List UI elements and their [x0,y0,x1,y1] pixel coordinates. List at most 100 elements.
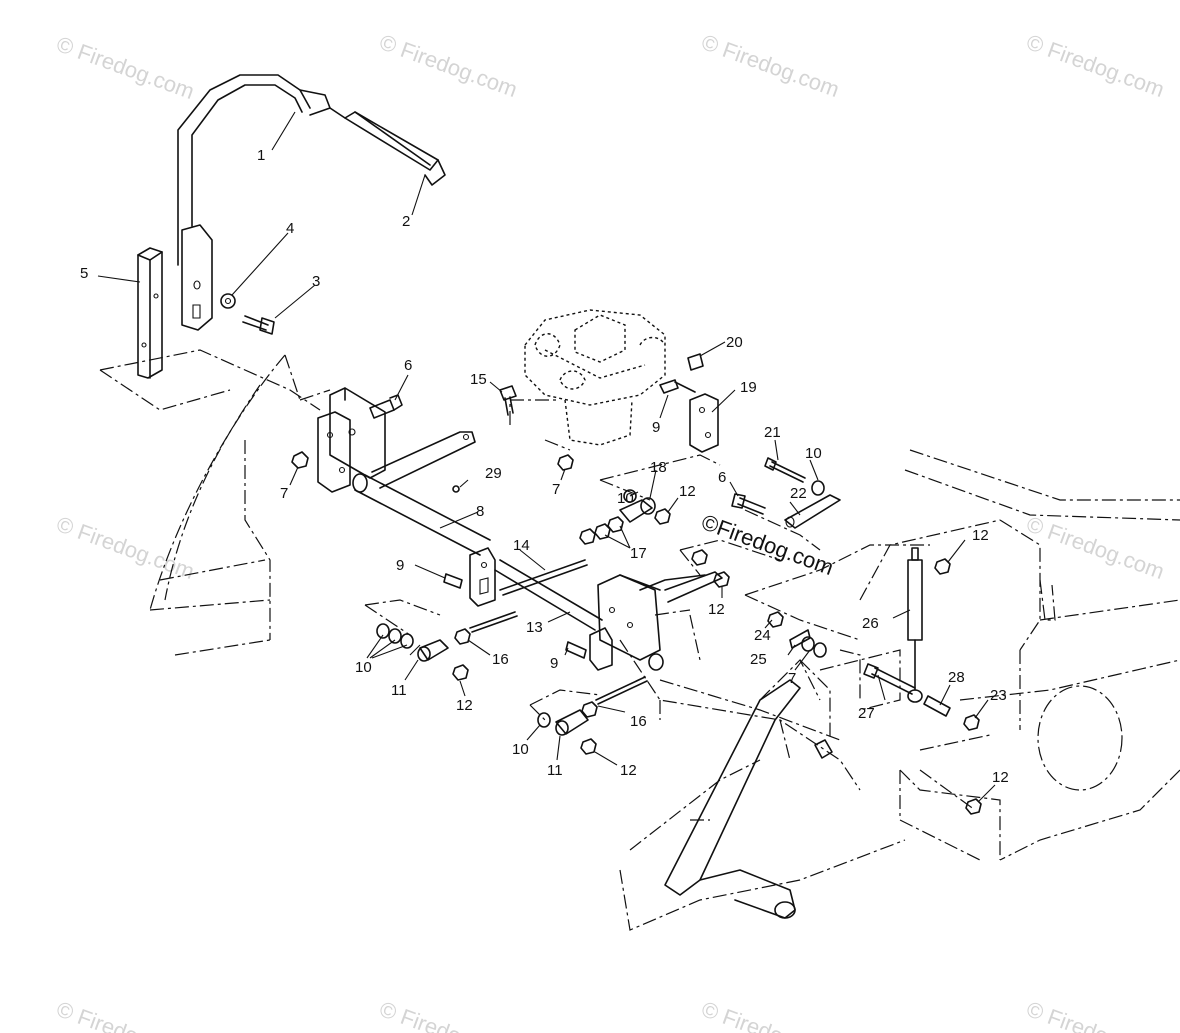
callout-9a: 9 [396,557,404,574]
part-mount-plate-left [317,387,386,493]
watermark-9: © Firedog.com [698,996,842,1033]
watermark-10: © Firedog.com [1023,996,1167,1033]
callout-20: 20 [726,334,743,351]
callout-9c: 9 [652,419,660,436]
part-washer-10d [811,480,825,496]
watermarks: © Firedog.com © Firedog.com © Firedog.co… [53,29,1167,1033]
watermark-5: © Firedog.com [53,511,197,584]
callout-16a: 16 [492,651,509,668]
part-rod-14 [499,559,588,596]
callout-7b: 7 [552,481,560,498]
callout-18: 18 [650,459,667,476]
callout-3: 3 [312,273,320,290]
part-rod-end-11b [555,709,589,736]
part-nut-12b [580,738,597,755]
callout-1: 1 [257,147,265,164]
callout-10c: 10 [617,490,634,507]
part-nut-12e [934,558,951,575]
part-bolt-9b [565,641,587,659]
callout-22: 22 [790,485,807,502]
part-nut-16a [454,628,471,645]
callout-12f: 12 [992,769,1009,786]
part-bolt-27 [863,663,916,695]
part-hand-lever [177,74,331,266]
watermark-2: © Firedog.com [376,29,520,102]
callout-10b: 10 [512,741,529,758]
part-nut-12a [452,664,469,681]
part-bolt-15 [499,385,517,416]
callout-16b: 16 [630,713,647,730]
mower-frame-phantom [149,354,1180,931]
callout-10d: 10 [805,445,822,462]
part-lever-bracket [181,224,213,331]
watermark-3: © Firedog.com [698,29,842,102]
callout-10a: 10 [355,659,372,676]
callout-13: 13 [526,619,543,636]
part-threaded-rod-16b [595,676,648,705]
part-gas-spring-26 [907,547,923,703]
watermark-8: © Firedog.com [376,996,520,1033]
part-tube-13 [494,559,603,631]
part-bolt-3 [242,315,275,335]
assembly-lines [99,349,991,811]
part-spacer-28 [923,695,951,717]
watermark-6: © Firedog.com [1023,511,1167,584]
part-lift-arm-left [469,547,496,607]
callout-29: 29 [485,465,502,482]
callout-11a: 11 [391,682,407,699]
callout-11b: 11 [547,762,563,779]
callout-2: 2 [402,213,410,230]
part-nuts-17 [579,516,624,545]
watermark-7: © Firedog.com [53,996,197,1033]
part-nut-24 [767,611,784,628]
part-mount-plate-right [589,571,723,671]
callout-12a: 12 [456,697,473,714]
part-nut-16b [581,701,598,718]
part-nut-23 [963,714,980,731]
callout-12e: 12 [972,527,989,544]
part-carburetor-phantom [524,309,666,446]
part-pivot-block [137,247,163,379]
part-bolt-6b [731,493,766,515]
leader-lines [97,111,996,803]
callout-28: 28 [948,669,965,686]
part-threaded-rod-16a [469,611,518,633]
watermark-4: © Firedog.com [1023,29,1167,102]
callout-12d: 12 [708,601,725,618]
callout-12b: 12 [620,762,637,779]
part-bracket-19 [689,393,719,453]
part-pedal-arm [664,679,833,919]
callout-7a: 7 [280,485,288,502]
part-bolt-21 [764,457,806,483]
part-spacers-25 [789,629,827,658]
part-bolt-9a [443,573,463,589]
part-bracket-22 [784,494,841,529]
callout-21: 21 [764,424,781,441]
callout-7c: 7 [788,670,796,687]
callout-23: 23 [990,687,1007,704]
callout-12c: 12 [679,483,696,500]
part-grip [329,107,446,186]
callout-15: 15 [470,371,487,388]
part-screw-20 [687,353,704,371]
watermark-1: © Firedog.com [53,31,197,104]
part-rod-end-11a [417,639,449,662]
part-washer-10b [537,712,551,728]
callout-6b: 6 [718,469,726,486]
callout-9b: 9 [550,655,558,672]
callout-5: 5 [80,265,88,282]
callout-8: 8 [476,503,484,520]
callout-4: 4 [286,220,294,237]
part-nut-7b [557,454,574,471]
part-washer-4 [220,293,236,309]
callout-17: 17 [630,545,647,562]
part-nut-12d [713,571,730,588]
part-swivel-18 [619,489,671,525]
part-bolt-6a [369,394,403,419]
callout-labels: 1 2 3 4 5 6 6 7 7 7 8 9 9 9 10 10 10 10 … [80,147,1009,786]
part-shaft-8 [352,431,491,556]
callout-25: 25 [750,651,767,668]
callout-24: 24 [754,627,771,644]
callout-19: 19 [740,379,757,396]
